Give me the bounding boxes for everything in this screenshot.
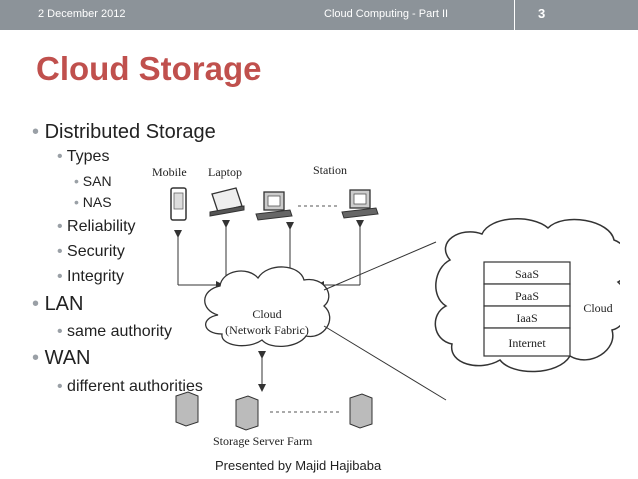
network-cloud-shape xyxy=(204,266,331,347)
server-icon xyxy=(235,395,259,431)
bullet-text: WAN xyxy=(44,347,91,369)
service-stack xyxy=(483,261,571,357)
workstation-icon xyxy=(255,191,293,221)
bullet-same-authority: • same authority xyxy=(57,323,172,340)
bullet-text: SAN xyxy=(82,173,112,189)
projection-line xyxy=(323,325,447,401)
laptop-label: Laptop xyxy=(208,165,242,179)
station-label: Station xyxy=(313,163,347,177)
iaas-label: IaaS xyxy=(516,311,537,325)
big-cloud-label: Cloud xyxy=(583,301,612,315)
bullet-types: • Types xyxy=(57,148,110,165)
laptop-icon xyxy=(209,187,245,217)
page-number: 3 xyxy=(538,6,546,21)
bullet-text: LAN xyxy=(44,293,84,315)
bullet-wan: • WAN xyxy=(32,347,91,369)
internet-label: Internet xyxy=(508,336,546,350)
bullet-security: • Security xyxy=(57,243,125,260)
bullet-different-authorities: • different authorities xyxy=(57,378,203,395)
header-divider xyxy=(514,0,515,30)
projection-line xyxy=(323,241,437,291)
bullet-text: Integrity xyxy=(67,268,124,285)
bullet-san: • SAN xyxy=(74,173,112,189)
bullet-lan: • LAN xyxy=(32,293,84,315)
server-icon xyxy=(175,391,199,427)
bullet-nas: • NAS xyxy=(74,194,112,210)
cloud-label: Cloud xyxy=(252,307,281,321)
presenter-credit: Presented by Majid Hajibaba xyxy=(215,458,382,473)
bullet-text: Distributed Storage xyxy=(44,121,216,143)
storage-server-farm-label: Storage Server Farm xyxy=(213,434,313,448)
slide-date: 2 December 2012 xyxy=(38,8,126,20)
network-fabric-label: (Network Fabric) xyxy=(225,323,309,337)
bullet-integrity: • Integrity xyxy=(57,268,124,285)
mobile-icon xyxy=(170,187,187,221)
bullet-text: same authority xyxy=(67,323,172,340)
saas-label: SaaS xyxy=(515,267,539,281)
bullet-text: NAS xyxy=(82,194,112,210)
slide-title: Cloud Storage xyxy=(36,50,262,87)
server-icon xyxy=(349,393,373,429)
cloud-storage-diagram: Mobile Laptop Station Cloud (Network Fab… xyxy=(152,163,620,448)
header-bar: 2 December 2012 Cloud Computing - Part I… xyxy=(0,0,638,30)
bullet-reliability: • Reliability xyxy=(57,218,136,235)
bullet-text: Reliability xyxy=(67,218,136,235)
paas-label: PaaS xyxy=(515,289,539,303)
bullet-text: different authorities xyxy=(67,378,203,395)
mobile-label: Mobile xyxy=(152,165,187,179)
workstation-icon xyxy=(341,189,379,219)
presentation-title: Cloud Computing - Part II xyxy=(324,8,449,20)
bullet-text: Security xyxy=(67,243,125,260)
bullet-text: Types xyxy=(66,148,110,165)
bullet-distributed-storage: • Distributed Storage xyxy=(32,121,216,143)
